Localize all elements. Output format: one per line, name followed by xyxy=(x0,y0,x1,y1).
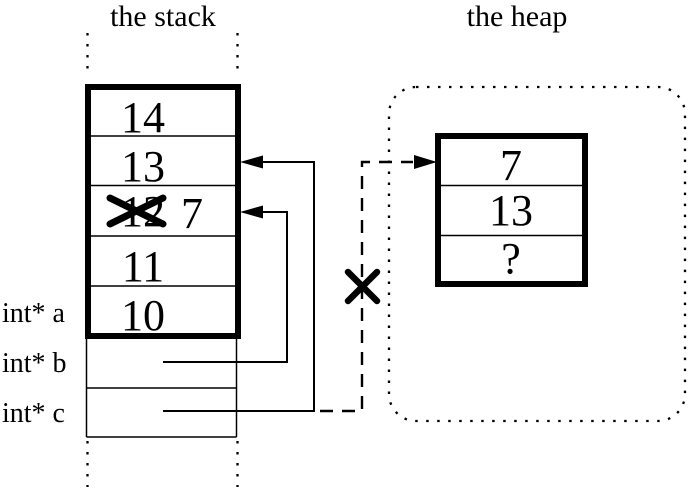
dangling-pointer-arrowhead-icon xyxy=(414,155,437,169)
stack-cell-value: 13 xyxy=(121,142,165,191)
pointer-label-b: int* b xyxy=(2,348,67,379)
heap-title: the heap xyxy=(467,0,568,33)
heap-cell-value: ? xyxy=(501,234,521,283)
dangling-pointer-x-icon xyxy=(344,268,381,305)
stack-array-box xyxy=(85,84,241,339)
heap-block-box xyxy=(435,133,588,287)
pointer-c-arrowhead-icon xyxy=(240,155,263,169)
stack-cell-new-value: 7 xyxy=(181,189,203,238)
pointer-label-c: int* c xyxy=(2,398,65,429)
stack-cell-value: 14 xyxy=(121,93,165,142)
heap-region-outline xyxy=(387,85,687,423)
stack-cell-value: 10 xyxy=(121,291,165,340)
pointer-b-line xyxy=(163,211,288,363)
pointer-b-arrowhead-icon xyxy=(240,205,263,219)
pointer-c-line xyxy=(163,161,315,412)
heap-cell-value: 7 xyxy=(500,141,522,190)
heap-cell-value: 13 xyxy=(489,186,533,235)
stack-title: the stack xyxy=(110,0,216,33)
pointer-label-a: int* a xyxy=(2,298,66,329)
stack-cell-value: 11 xyxy=(122,242,164,291)
crossed-out-value-x-icon xyxy=(106,194,167,228)
